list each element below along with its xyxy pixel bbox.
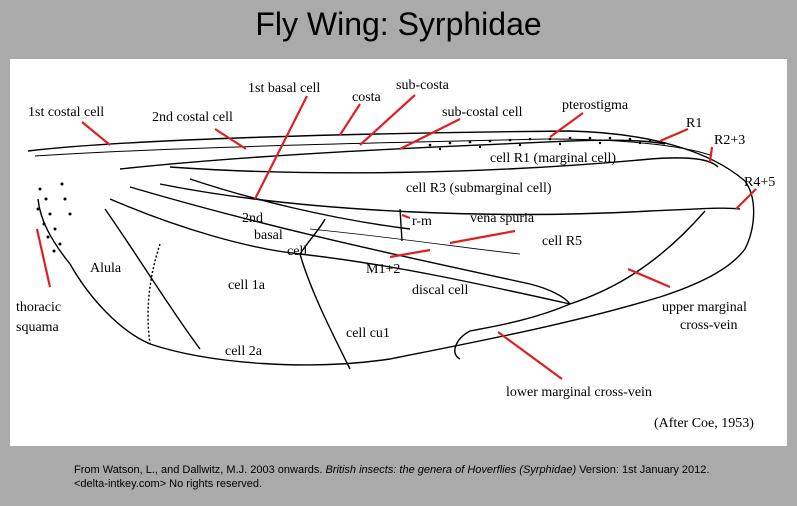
wing-diagram: 1st costal cell 2nd costal cell 1st basa… — [16, 78, 775, 431]
page-title: Fly Wing: Syrphidae — [255, 6, 542, 42]
wing-veins — [27, 130, 755, 370]
label-costa: costa — [352, 90, 382, 105]
label-cell-2a: cell 2a — [225, 344, 263, 359]
leader-subcosta — [359, 94, 416, 146]
upper-marginal-crossvein — [569, 210, 706, 305]
costa-vein — [27, 130, 746, 182]
basal-cross — [299, 218, 326, 255]
leader-costal2 — [214, 128, 247, 150]
label-cell-r5: cell R5 — [542, 234, 582, 249]
leader-pterostigma — [549, 112, 584, 138]
label-alula: Alula — [90, 261, 122, 276]
an-vein — [104, 208, 201, 350]
leader-m12 — [389, 248, 431, 259]
pterostigma-dots — [36, 136, 652, 253]
diagram-panel: 1st costal cell 2nd costal cell 1st basa… — [10, 59, 787, 446]
discal-lower — [299, 253, 351, 370]
wing-apex — [659, 180, 755, 298]
footer-credit: From Watson, L., and Dallwitz, M.J. 2003… — [74, 463, 774, 491]
leader-costa — [339, 103, 361, 136]
rm-vein — [399, 208, 403, 242]
footer-text-post: Version: 1st January 2012. — [576, 464, 710, 476]
footer-line1: From Watson, L., and Dallwitz, M.J. 2003… — [74, 463, 774, 477]
label-2nd-basal-line2: basal — [254, 228, 283, 243]
label-2nd-costal-cell: 2nd costal cell — [152, 110, 233, 125]
label-1st-basal-cell: 1st basal cell — [248, 81, 320, 96]
r1-vein — [119, 139, 666, 170]
label-cell-r3: cell R3 (submarginal cell) — [406, 181, 552, 196]
label-upper-marginal-1: upper marginal — [662, 300, 747, 315]
leader-thoracic — [35, 228, 52, 288]
label-2nd-basal-line1: 2nd — [242, 211, 263, 226]
alula-margin — [37, 198, 71, 265]
footer-text-pre: From Watson, L., and Dallwitz, M.J. 2003… — [74, 464, 326, 476]
vena-spuria-vein — [309, 228, 521, 255]
r45-vein — [159, 183, 741, 216]
alula-fold — [147, 243, 161, 345]
label-pterostigma: pterostigma — [562, 98, 629, 113]
label-sub-costal-cell: sub-costal cell — [442, 105, 523, 120]
lower-marginal-crossvein — [454, 303, 571, 360]
label-upper-marginal-2: cross-vein — [680, 318, 738, 333]
label-vena-spuria: vena spuria — [470, 211, 535, 226]
leader-lower — [497, 331, 563, 380]
label-lower-marginal: lower marginal cross-vein — [506, 385, 652, 400]
leader-upper — [627, 267, 671, 289]
label-cell-cu1: cell cu1 — [346, 326, 390, 341]
label-discal-cell: discal cell — [412, 283, 468, 298]
label-r4-5: R4+5 — [744, 175, 775, 190]
leader-costal1 — [81, 121, 111, 146]
label-cell-1a: cell 1a — [228, 278, 266, 293]
label-1st-costal-cell: 1st costal cell — [28, 105, 104, 120]
basal-cell-vein — [189, 178, 411, 230]
annotation-leaders — [35, 94, 757, 380]
m12-vein — [299, 253, 571, 305]
costa-inner — [34, 138, 711, 157]
label-cell-r1: cell R1 (marginal cell) — [490, 151, 616, 166]
m-vein — [129, 186, 571, 305]
label-r1: R1 — [686, 116, 702, 131]
label-m1-2: M1+2 — [366, 262, 400, 277]
label-2nd-basal-line3: cell — [287, 244, 307, 259]
cu-vein — [109, 198, 301, 255]
r23-vein — [169, 157, 719, 174]
label-sub-costa: sub-costa — [396, 78, 450, 93]
footer-line2: <delta-intkey.com> No rights reserved. — [74, 478, 263, 490]
leader-venaspuria — [449, 229, 516, 245]
label-squama: squama — [16, 320, 60, 335]
label-r2-3: R2+3 — [714, 133, 745, 148]
labels: 1st costal cell 2nd costal cell 1st basa… — [16, 78, 775, 431]
leader-r23 — [708, 146, 714, 163]
leader-subcostal — [399, 118, 461, 150]
label-thoracic: thoracic — [16, 300, 61, 315]
label-r-m: r-m — [412, 214, 432, 229]
footer-text-italic: British insects: the genera of Hoverflie… — [325, 464, 577, 476]
leader-rm — [401, 213, 411, 220]
leader-r1 — [659, 127, 689, 143]
label-after-coe: (After Coe, 1953) — [654, 416, 754, 431]
leader-r45 — [735, 188, 757, 210]
leader-basal1 — [254, 95, 308, 200]
hind-margin — [69, 263, 661, 366]
